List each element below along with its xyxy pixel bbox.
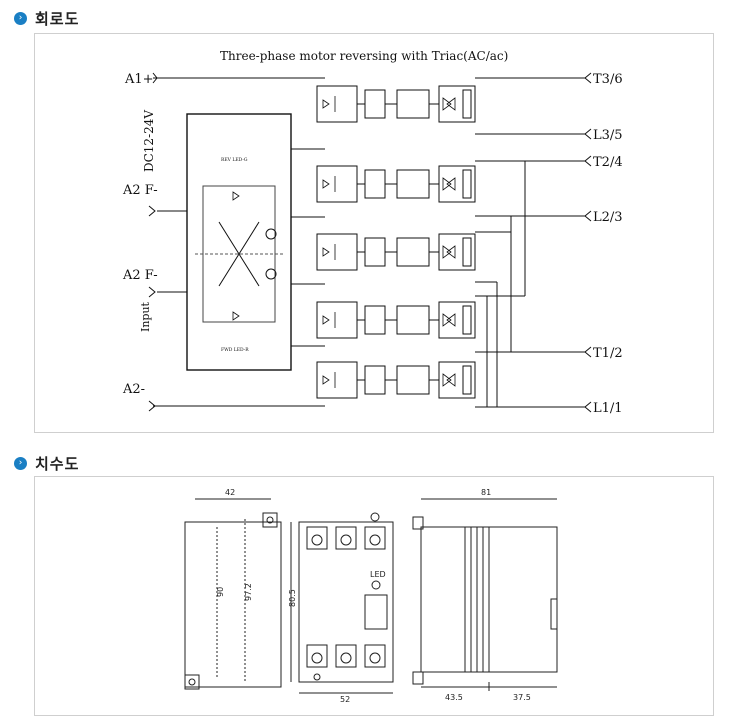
dim-front-height: 80.5: [288, 589, 297, 607]
terminal-t3: T3/6: [593, 72, 623, 87]
circuit-title: Three-phase motor reversing with Triac(A…: [220, 49, 508, 63]
circuit-section-title: 회로도: [35, 10, 80, 28]
dim-front-width: 52: [340, 695, 350, 704]
dim-width-top: 42: [225, 488, 235, 497]
chevron-right-icon: ›: [14, 12, 27, 25]
dim-side-left: 43.5: [445, 693, 463, 702]
dim-height-outer: 97.2: [244, 583, 253, 601]
dimensions-section-header: › 치수도: [14, 453, 79, 474]
dim-side-right: 37.5: [513, 693, 531, 702]
terminal-a2f-bottom: A2 F-: [122, 268, 158, 283]
dim-height-inner: 90: [216, 587, 225, 597]
rev-led-label: REV LED-G: [221, 157, 248, 163]
terminal-t1: T1/2: [593, 346, 623, 361]
dimensions-diagram: 42 90 97.2 80.5 52 LED 81 43.5 37.5: [184, 488, 558, 704]
fwd-led-label: FWD LED-R: [221, 347, 249, 353]
input-label: Input: [139, 301, 152, 332]
terminal-l3: L3/5: [593, 128, 623, 143]
terminal-l2: L2/3: [593, 210, 623, 225]
chevron-right-icon: ›: [14, 457, 27, 470]
terminal-l1: L1/1: [593, 401, 623, 416]
dimensions-section-title: 치수도: [35, 455, 80, 473]
terminal-a2: A2-: [122, 382, 145, 397]
dimensions-diagram-panel: 42 90 97.2 80.5 52 LED 81 43.5 37.5: [34, 476, 714, 716]
terminal-t2: T2/4: [593, 155, 623, 170]
terminal-a1: A1+: [124, 72, 154, 87]
supply-voltage-label: DC12-24V: [142, 110, 156, 172]
circuit-diagram: Three-phase motor reversing with Triac(A…: [122, 49, 623, 416]
circuit-diagram-panel: Three-phase motor reversing with Triac(A…: [34, 33, 714, 433]
dim-side-total: 81: [481, 488, 491, 497]
terminal-a2f-top: A2 F-: [122, 183, 158, 198]
dim-led-label: LED: [370, 570, 386, 579]
circuit-section-header: › 회로도: [14, 8, 79, 29]
